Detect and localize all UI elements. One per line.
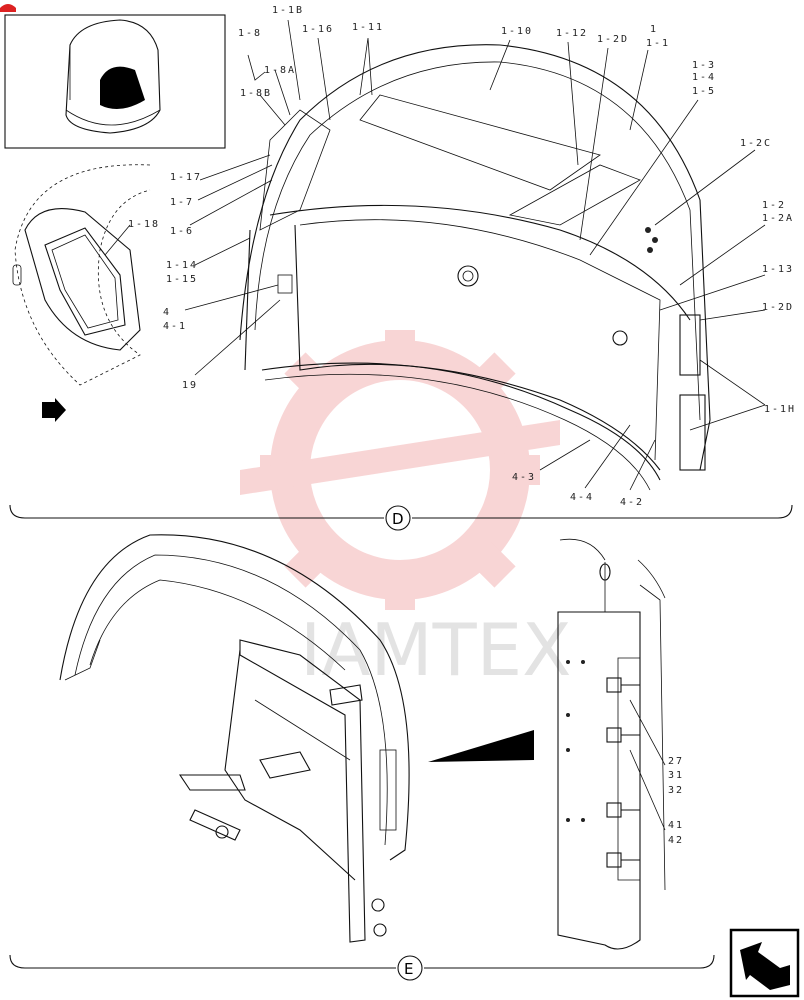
label-19: 19	[182, 380, 198, 391]
label-4-1: 4-1	[163, 321, 187, 332]
label-31: 31	[668, 770, 684, 781]
leader-lines-d	[104, 19, 766, 491]
label-1-4: 1-4	[692, 72, 716, 83]
label-1-10: 1-10	[501, 26, 533, 37]
label-41: 41	[668, 820, 684, 831]
callout-labels-e: 27 31 32 41 42	[668, 756, 684, 846]
label-1-8b: 1-8B	[240, 88, 272, 99]
fender-assembly-e	[59, 534, 534, 943]
detail-cab-corner	[12, 164, 151, 386]
label-4-2: 4-2	[620, 497, 644, 508]
label-1-16: 1-16	[302, 24, 334, 35]
label-42: 42	[668, 835, 684, 846]
return-arrow-icon	[740, 942, 790, 990]
detail-hinge-panel	[557, 538, 666, 950]
label-1-14: 1-14	[166, 260, 198, 271]
label-1-2a: 1-2A	[762, 213, 794, 224]
section-bracket-e: E	[9, 954, 715, 981]
navigation-arrow-icon[interactable]	[42, 398, 66, 422]
label-1-11: 1-11	[352, 22, 384, 33]
watermark-text: IAMTEX	[300, 608, 571, 692]
fender-assembly-d	[239, 44, 711, 491]
label-4: 4	[163, 307, 171, 318]
label-1-2d-top: 1-2D	[597, 34, 629, 45]
label-4-4: 4-4	[570, 492, 594, 503]
label-1-1: 1-1	[646, 38, 670, 49]
watermark-gear-icon	[240, 330, 560, 610]
label-4-3: 4-3	[512, 472, 536, 483]
label-1-18: 1-18	[128, 219, 160, 230]
label-1-17: 1-17	[170, 172, 202, 183]
label-1-2c: 1-2C	[740, 138, 772, 149]
label-1-13: 1-13	[762, 264, 794, 275]
label-27: 27	[668, 756, 684, 767]
label-1-3: 1-3	[692, 60, 716, 71]
label-1-12: 1-12	[556, 28, 588, 39]
label-1-6: 1-6	[170, 226, 194, 237]
callout-labels-d: 1-1B 1-8 1-8A 1-8B 1-16 1-11 1-10 1-12 1…	[128, 5, 796, 508]
corner-badge-icon	[0, 4, 16, 12]
label-1-1h: 1-1H	[764, 404, 796, 415]
label-1-2d-right: 1-2D	[762, 302, 794, 313]
label-1-1b: 1-1B	[272, 5, 304, 16]
leader-lines-e	[629, 699, 666, 831]
section-marker-d: D	[392, 510, 404, 528]
label-1-5: 1-5	[692, 86, 716, 97]
label-32: 32	[668, 785, 684, 796]
label-1-8a: 1-8A	[264, 65, 296, 76]
section-bracket-d: D	[9, 504, 793, 531]
section-marker-e: E	[404, 960, 413, 978]
label-1-7: 1-7	[170, 197, 194, 208]
label-1-8: 1-8	[238, 28, 262, 39]
label-1-15: 1-15	[166, 274, 198, 285]
return-arrow-button[interactable]	[729, 928, 800, 998]
label-1-2: 1-2	[762, 200, 786, 211]
label-1: 1	[650, 24, 658, 35]
inset-cab-view	[4, 14, 226, 149]
